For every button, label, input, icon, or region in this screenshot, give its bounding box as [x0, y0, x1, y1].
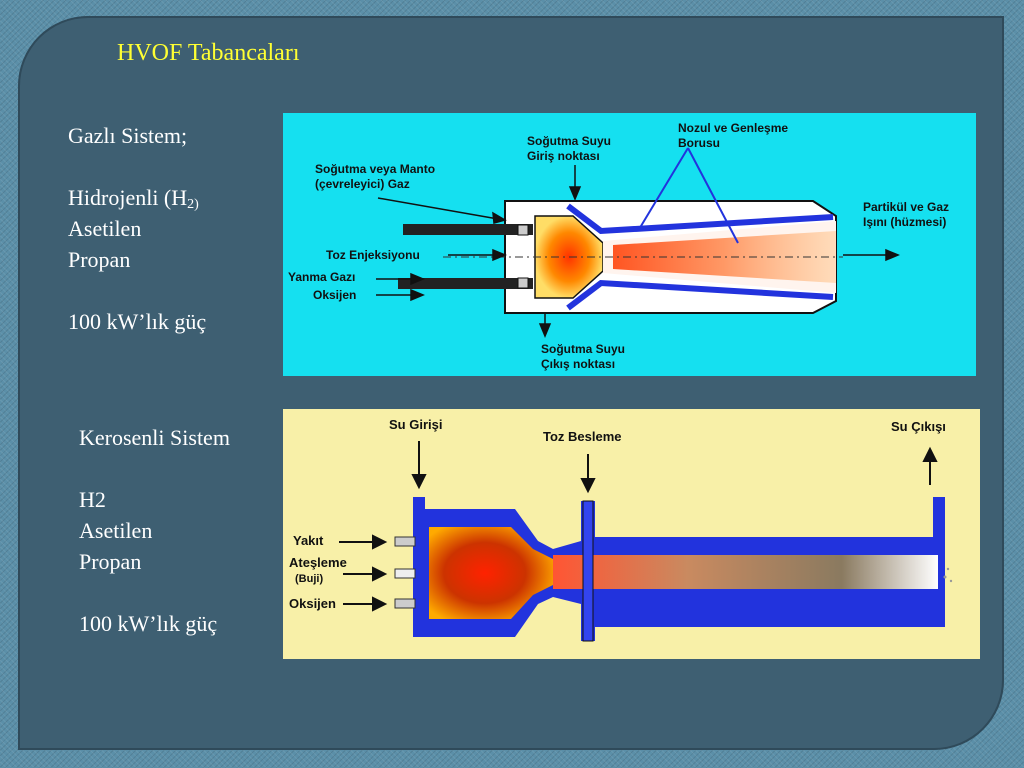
oxygen-label: Oksijen	[313, 288, 356, 302]
fuel-propane: Propan	[68, 247, 131, 272]
particle-jet-label-2: Işını (hüzmesi)	[863, 215, 946, 229]
powder-feed-label: Toz Besleme	[543, 429, 622, 444]
mantle-gas-label-2: (çevreleyici) Gaz	[315, 177, 410, 191]
fuel-label: Yakıt	[293, 533, 324, 548]
oxygen-label: Oksijen	[289, 596, 336, 611]
particle-jet-label-1: Partikül ve Gaz	[863, 200, 949, 214]
slide-title: HVOF Tabancaları	[117, 40, 300, 66]
powder-feed-ring	[582, 500, 594, 642]
cooling-jacket-top	[566, 203, 834, 235]
ignition-label: Ateşleme	[289, 555, 347, 570]
nozzle-label-2: Borusu	[678, 136, 720, 150]
kerosene-system-text: Kerosenli Sistem H2 Asetilen Propan 100 …	[79, 422, 230, 639]
inlet-pipe	[398, 278, 533, 289]
fuel-propane: Propan	[79, 549, 142, 574]
nozzle-label-1: Nozul ve Genleşme	[678, 121, 788, 135]
oxygen-inlet	[394, 598, 416, 609]
fuel-hydrogen: Hidrojenli (H2)	[68, 185, 199, 212]
water-out-label: Su Çıkışı	[891, 419, 946, 434]
barrel-jet	[553, 555, 938, 589]
combustion-chamber	[429, 527, 553, 619]
kerosene-system-heading: Kerosenli Sistem	[79, 425, 230, 450]
gas-system-text: Gazlı Sistem; Hidrojenli (H2) Asetilen P…	[68, 120, 206, 337]
powder-injection-label: Toz Enjeksiyonu	[326, 248, 420, 262]
cooling-in-label-1: Soğutma Suyu	[527, 134, 611, 148]
kerosene-hvof-diagram: Su Girişi Toz Besleme Su Çıkışı Yakıt At…	[283, 409, 980, 659]
water-in-label: Su Girişi	[389, 417, 442, 432]
combustion-gas-label: Yanma Gazı	[288, 270, 355, 284]
gas-hvof-diagram: Soğutma Suyu Giriş noktası Nozul ve Genl…	[283, 113, 976, 376]
fuel-acetylene: Asetilen	[79, 518, 153, 543]
fuel-inlet	[394, 536, 416, 547]
power-rating: 100 kW’lık güç	[68, 309, 207, 334]
spark-plug-label: (Buji)	[295, 573, 323, 585]
fuel-acetylene: Asetilen	[68, 216, 142, 241]
inlet-pipe	[403, 224, 533, 235]
fuel-h2: H2	[79, 487, 106, 512]
gas-system-heading: Gazlı Sistem;	[68, 123, 188, 148]
power-rating: 100 kW’lık güç	[79, 611, 218, 636]
particle-jet	[613, 231, 836, 283]
cooling-out-label-2: Çıkış noktası	[541, 357, 615, 371]
mantle-gas-label-1: Soğutma veya Manto	[315, 162, 435, 176]
cooling-jacket-bottom	[566, 279, 834, 311]
cooling-in-label-2: Giriş noktası	[527, 149, 600, 163]
cooling-out-label-1: Soğutma Suyu	[541, 342, 625, 356]
ignition-inlet	[394, 568, 416, 579]
